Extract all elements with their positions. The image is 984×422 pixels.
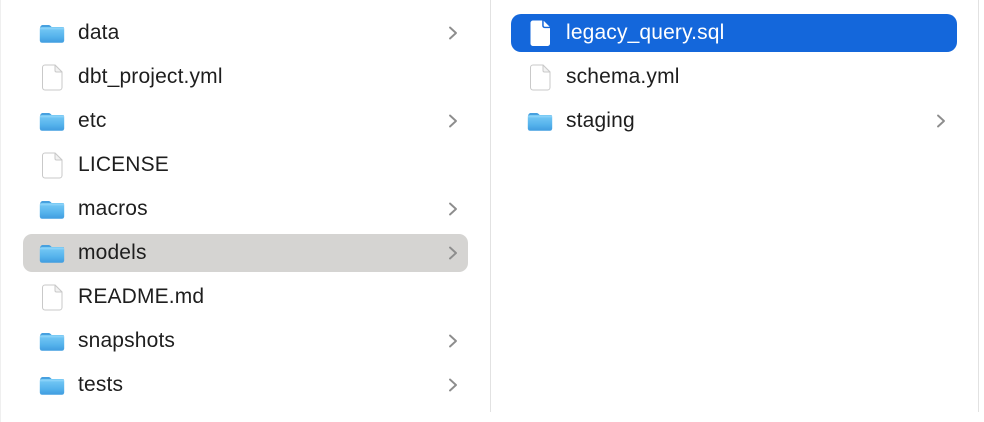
row-staging[interactable]: staging — [491, 99, 978, 143]
finder-column-1[interactable]: data dbt_project.yml etc LICENSE macros … — [1, 0, 490, 422]
item-label: snapshots — [78, 329, 176, 352]
column-divider-2[interactable] — [978, 0, 979, 412]
chevron-right-icon — [448, 333, 458, 349]
folder-icon — [39, 19, 65, 47]
window-left-edge — [0, 0, 1, 422]
item-label: tests — [78, 373, 124, 396]
folder-icon — [39, 107, 65, 135]
row-macros[interactable]: macros — [1, 187, 490, 231]
item-label: schema.yml — [566, 65, 680, 88]
folder-icon — [39, 371, 65, 399]
document-icon — [39, 63, 65, 91]
item-label: LICENSE — [78, 153, 169, 176]
chevron-right-icon — [448, 113, 458, 129]
chevron-right-icon — [448, 25, 458, 41]
item-label: legacy_query.sql — [566, 21, 725, 44]
row-data[interactable]: data — [1, 11, 490, 55]
row-legacy-query-sql[interactable]: legacy_query.sql — [491, 11, 978, 55]
folder-icon — [39, 239, 65, 267]
row-schema-yml[interactable]: schema.yml — [491, 55, 978, 99]
row-snapshots[interactable]: snapshots — [1, 319, 490, 363]
folder-icon — [39, 195, 65, 223]
document-icon — [527, 63, 553, 91]
chevron-right-icon — [448, 245, 458, 261]
row-etc[interactable]: etc — [1, 99, 490, 143]
item-label: README.md — [78, 285, 205, 308]
item-label: etc — [78, 109, 107, 132]
row-models[interactable]: models — [1, 231, 490, 275]
item-label: macros — [78, 197, 148, 220]
row-readme-md[interactable]: README.md — [1, 275, 490, 319]
item-label: models — [78, 241, 147, 264]
selection-highlight — [23, 234, 468, 272]
item-label: staging — [566, 109, 635, 132]
item-label: dbt_project.yml — [78, 65, 223, 88]
chevron-right-icon — [936, 113, 946, 129]
folder-icon — [527, 107, 553, 135]
row-tests[interactable]: tests — [1, 363, 490, 407]
row-dbt-project-yml[interactable]: dbt_project.yml — [1, 55, 490, 99]
document-icon — [39, 151, 65, 179]
item-label: data — [78, 21, 120, 44]
column-divider-1[interactable] — [490, 0, 491, 412]
selection-highlight — [511, 14, 957, 52]
chevron-right-icon — [448, 201, 458, 217]
finder-column-2[interactable]: legacy_query.sql schema.yml staging — [491, 0, 978, 422]
document-icon — [39, 283, 65, 311]
chevron-right-icon — [448, 377, 458, 393]
folder-icon — [39, 327, 65, 355]
row-license[interactable]: LICENSE — [1, 143, 490, 187]
document-icon — [527, 19, 553, 47]
